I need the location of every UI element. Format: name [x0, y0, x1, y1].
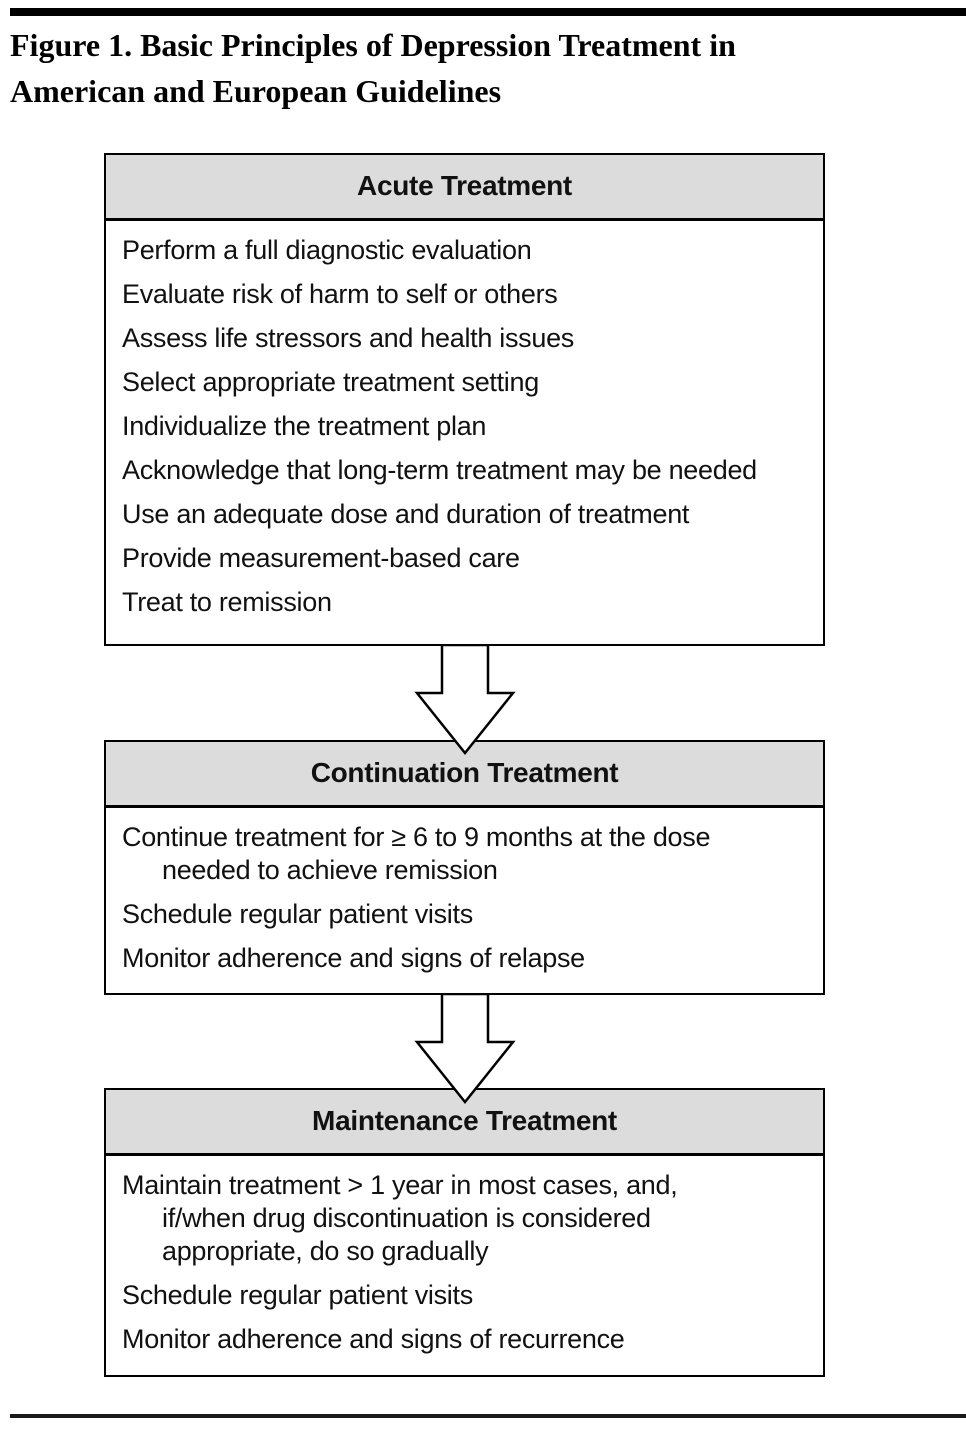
flowchart: Acute Treatment Perform a full diagnosti…	[104, 153, 825, 1377]
flow-box-maintenance-treatment: Maintenance Treatment Maintain treatment…	[104, 1088, 825, 1377]
list-item-text: Schedule regular patient visits	[122, 899, 473, 929]
list-item-text: Individualize the treatment plan	[122, 411, 487, 441]
list-item-text: Monitor adherence and signs of recurrenc…	[122, 1324, 625, 1354]
list-item-text: Evaluate risk of harm to self or others	[122, 279, 558, 309]
down-arrow-icon	[413, 993, 516, 1105]
figure-title-line-2: American and European Guidelines	[10, 73, 502, 109]
list-item-text: Continue treatment for ≥ 6 to 9 months a…	[122, 822, 711, 852]
bottom-rule-bar	[10, 1414, 966, 1418]
list-item: Perform a full diagnostic evaluation	[122, 234, 807, 267]
list-item-text-continued: appropriate, do so gradually	[162, 1236, 489, 1266]
list-item-text: Acknowledge that long-term treatment may…	[122, 455, 757, 485]
figure-title: Figure 1. Basic Principles of Depression…	[10, 22, 910, 114]
list-item-text: Treat to remission	[122, 587, 332, 617]
flow-box-continuation-treatment: Continuation Treatment Continue treatmen…	[104, 740, 825, 995]
figure-title-line-1: Figure 1. Basic Principles of Depression…	[10, 27, 736, 63]
list-item: Individualize the treatment plan	[122, 410, 807, 443]
box-body-continuation-treatment: Continue treatment for ≥ 6 to 9 months a…	[106, 808, 823, 993]
list-item-text: Schedule regular patient visits	[122, 1280, 473, 1310]
box-body-maintenance-treatment: Maintain treatment > 1 year in most case…	[106, 1156, 823, 1375]
list-item: Schedule regular patient visits	[122, 898, 807, 931]
down-arrow-icon	[413, 644, 516, 756]
list-item-text-continued: needed to achieve remission	[162, 855, 498, 885]
list-item: Maintain treatment > 1 year in most case…	[122, 1169, 807, 1268]
list-item: Provide measurement-based care	[122, 542, 807, 575]
list-item: Monitor adherence and signs of relapse	[122, 942, 807, 975]
list-item-text: Provide measurement-based care	[122, 543, 520, 573]
list-item-text-continued: if/when drug discontinuation is consider…	[162, 1203, 651, 1233]
top-rule-bar	[10, 8, 966, 16]
list-item-text: Assess life stressors and health issues	[122, 323, 575, 353]
connector-gap-1	[104, 644, 825, 756]
list-item: Acknowledge that long-term treatment may…	[122, 454, 807, 487]
list-item: Use an adequate dose and duration of tre…	[122, 498, 807, 531]
box-body-acute-treatment: Perform a full diagnostic evaluation Eva…	[106, 221, 823, 644]
list-item-text: Perform a full diagnostic evaluation	[122, 235, 532, 265]
flow-box-acute-treatment: Acute Treatment Perform a full diagnosti…	[104, 153, 825, 646]
list-item-text: Monitor adherence and signs of relapse	[122, 943, 585, 973]
list-item: Treat to remission	[122, 586, 807, 619]
box-header-acute-treatment: Acute Treatment	[106, 155, 823, 221]
list-item: Assess life stressors and health issues	[122, 322, 807, 355]
list-item-text: Select appropriate treatment setting	[122, 367, 539, 397]
list-item-text: Use an adequate dose and duration of tre…	[122, 499, 690, 529]
list-item: Evaluate risk of harm to self or others	[122, 278, 807, 311]
list-item: Continue treatment for ≥ 6 to 9 months a…	[122, 821, 807, 887]
list-item: Select appropriate treatment setting	[122, 366, 807, 399]
connector-gap-2	[104, 993, 825, 1105]
list-item: Schedule regular patient visits	[122, 1279, 807, 1312]
box-header-maintenance-treatment: Maintenance Treatment	[106, 1090, 823, 1156]
list-item-text: Maintain treatment > 1 year in most case…	[122, 1170, 678, 1200]
list-item: Monitor adherence and signs of recurrenc…	[122, 1323, 807, 1356]
